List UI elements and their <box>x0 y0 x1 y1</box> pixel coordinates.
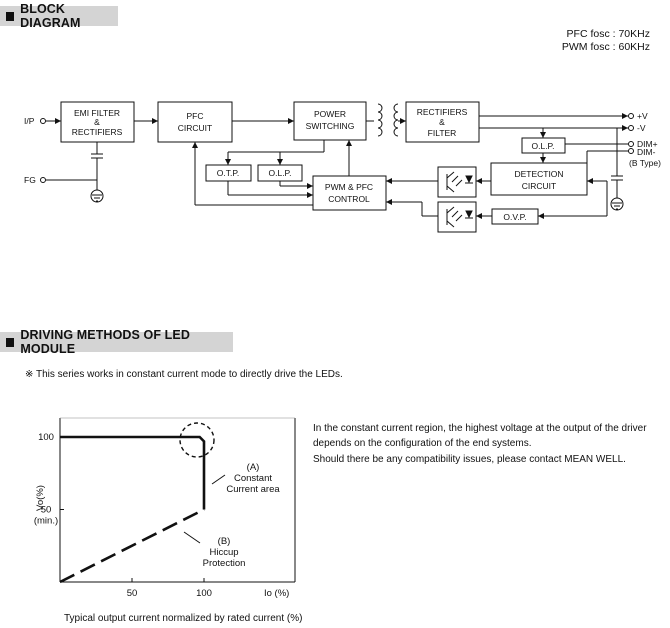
chart-xlabel: Io (%) <box>264 588 289 599</box>
detect-line1: DETECTION <box>514 169 563 179</box>
ip-label: I/P <box>24 116 35 126</box>
emi-line2: & <box>94 117 100 127</box>
header-square-icon <box>6 11 15 21</box>
transition-highlight-icon <box>179 422 215 458</box>
driving-desc-2: depends on the configuration of the end … <box>313 438 532 449</box>
annotation-a-arrow <box>211 474 226 485</box>
pwm-fosc-label: PWM fosc : 60KHz <box>561 41 650 53</box>
otp-label: O.T.P. <box>217 168 240 178</box>
pfc-circuit-box <box>157 101 233 143</box>
chart-y-tick-min-label: (min.) <box>34 516 58 527</box>
chart-y-tick-label: 100 <box>38 432 54 443</box>
driving-note: ※ This series works in constant current … <box>25 369 343 380</box>
detection-circuit-box <box>490 162 588 196</box>
block-diagram-header: BLOCK DIAGRAM <box>0 2 118 30</box>
block-diagram-title: BLOCK DIAGRAM <box>20 2 81 30</box>
dimplus-label: DIM+ <box>637 139 658 149</box>
rectifiers-filter-box <box>405 101 480 143</box>
rect-line1: RECTIFIERS <box>417 107 468 117</box>
optocoupler-bottom-icon <box>446 206 473 228</box>
vplus-label: +V <box>637 111 648 121</box>
driving-desc-3: Should there be any compatibility issues… <box>313 454 626 465</box>
chart-caption: Typical output current normalized by rat… <box>64 613 302 624</box>
pwm-line2: CONTROL <box>328 194 370 204</box>
chart-x-tick-label: 50 <box>127 588 138 599</box>
dimminus-label: DIM- <box>637 147 656 157</box>
optocoupler-top-box <box>437 166 477 198</box>
rect-line3: FILTER <box>428 128 457 138</box>
power-line1: POWER <box>314 109 346 119</box>
vminus-label: -V <box>637 123 646 133</box>
chart-x-tick-label: 100 <box>196 588 212 599</box>
annotation-b-arrow <box>183 531 201 544</box>
optocoupler-bottom-box <box>437 201 477 233</box>
emi-line3: RECTIFIERS <box>72 127 123 137</box>
annotation-a-1: (A) <box>247 462 260 473</box>
olp-left-label: O.L.P. <box>269 168 292 178</box>
olp-right-label: O.L.P. <box>532 141 555 151</box>
header-square-icon <box>6 337 15 347</box>
annotation-b-3: Protection <box>203 558 246 569</box>
annotation-b-2: Hiccup <box>209 547 238 558</box>
ovp-label: O.V.P. <box>503 212 526 222</box>
driving-desc-1: In the constant current region, the high… <box>313 423 647 434</box>
detect-line2: CIRCUIT <box>522 181 556 191</box>
driving-methods-title: DRIVING METHODS OF LED MODULE <box>20 328 190 356</box>
annotation-a-2: Constant <box>234 473 272 484</box>
chart-y-tick-label: 50 <box>41 505 52 516</box>
annotation-a-3: Current area <box>226 484 280 495</box>
chart-series-hiccup <box>59 508 205 584</box>
pfc-fosc-label: PFC fosc : 70KHz <box>566 28 650 40</box>
pfc-line1: PFC <box>187 111 204 121</box>
btype-label: (B Type) <box>629 158 661 168</box>
driving-methods-header: DRIVING METHODS OF LED MODULE <box>0 328 233 356</box>
annotation-b-1: (B) <box>218 536 231 547</box>
emi-line1: EMI FILTER <box>74 108 120 118</box>
power-line2: SWITCHING <box>306 121 355 131</box>
chart-ylabel: Vo(%) <box>35 485 46 511</box>
rect-line2: & <box>439 117 445 127</box>
pfc-line2: CIRCUIT <box>178 123 212 133</box>
chart-series-constant-current <box>60 435 206 510</box>
block-diagram: EMI FILTER & RECTIFIERS PFC CIRCUIT POWE… <box>24 101 661 233</box>
fg-label: FG <box>24 175 36 185</box>
optocoupler-top-icon <box>446 171 473 193</box>
pwm-line1: PWM & PFC <box>325 182 373 192</box>
